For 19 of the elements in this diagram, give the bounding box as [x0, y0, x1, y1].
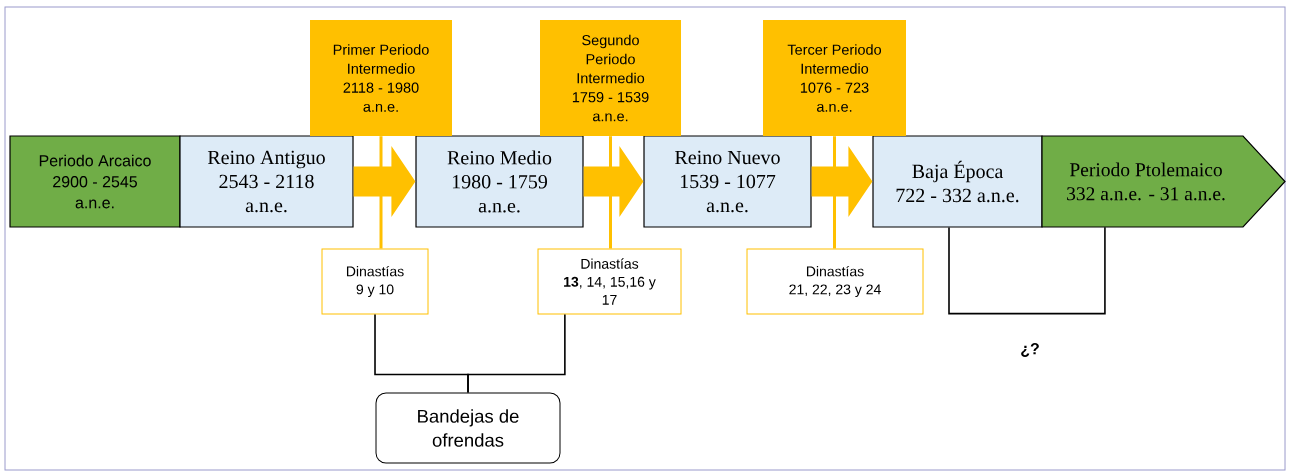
dynasty-box: Dinastías 9 y 10 — [321, 248, 429, 315]
period-box: Reino Medio 1980 - 1759 a.n.e. — [415, 135, 584, 228]
bracket-line — [948, 226, 1106, 315]
intermediate-period-box: Segundo Periodo Intermedio 1759 - 1539 a.n.e. — [540, 20, 681, 136]
period-box: Reino Antiguo 2543 - 2118 a.n.e. — [179, 135, 354, 228]
connector-line — [833, 136, 836, 249]
dynasty-box: Dinastías 13, 14, 15,16 y 17 — [537, 248, 682, 315]
connector-line — [379, 136, 383, 249]
intermediate-period-box: Primer Periodo Intermedio 2118 - 1980 a.n.e. — [310, 20, 452, 136]
rounded-box: Bandejas de ofrendas — [375, 392, 561, 464]
intermediate-period-box: Tercer Periodo Intermedio 1076 - 723 a.n.e. — [763, 20, 906, 136]
period-box: Reino Nuevo 1539 - 1077 a.n.e. — [643, 135, 812, 228]
note-text: ¿? — [1021, 343, 1039, 357]
bracket-line — [467, 313, 566, 394]
period-box: Baja Época 722 - 332 a.n.e. — [872, 135, 1043, 228]
period-arrow-box: Periodo Ptolemaico 332 a.n.e. - 31 a.n.e. — [1041, 135, 1286, 228]
period-box: Periodo Arcaico 2900 - 2545 a.n.e. — [9, 135, 181, 228]
dynasty-box: Dinastías 21, 22, 23 y 24 — [746, 248, 924, 315]
connector-line — [609, 136, 612, 249]
